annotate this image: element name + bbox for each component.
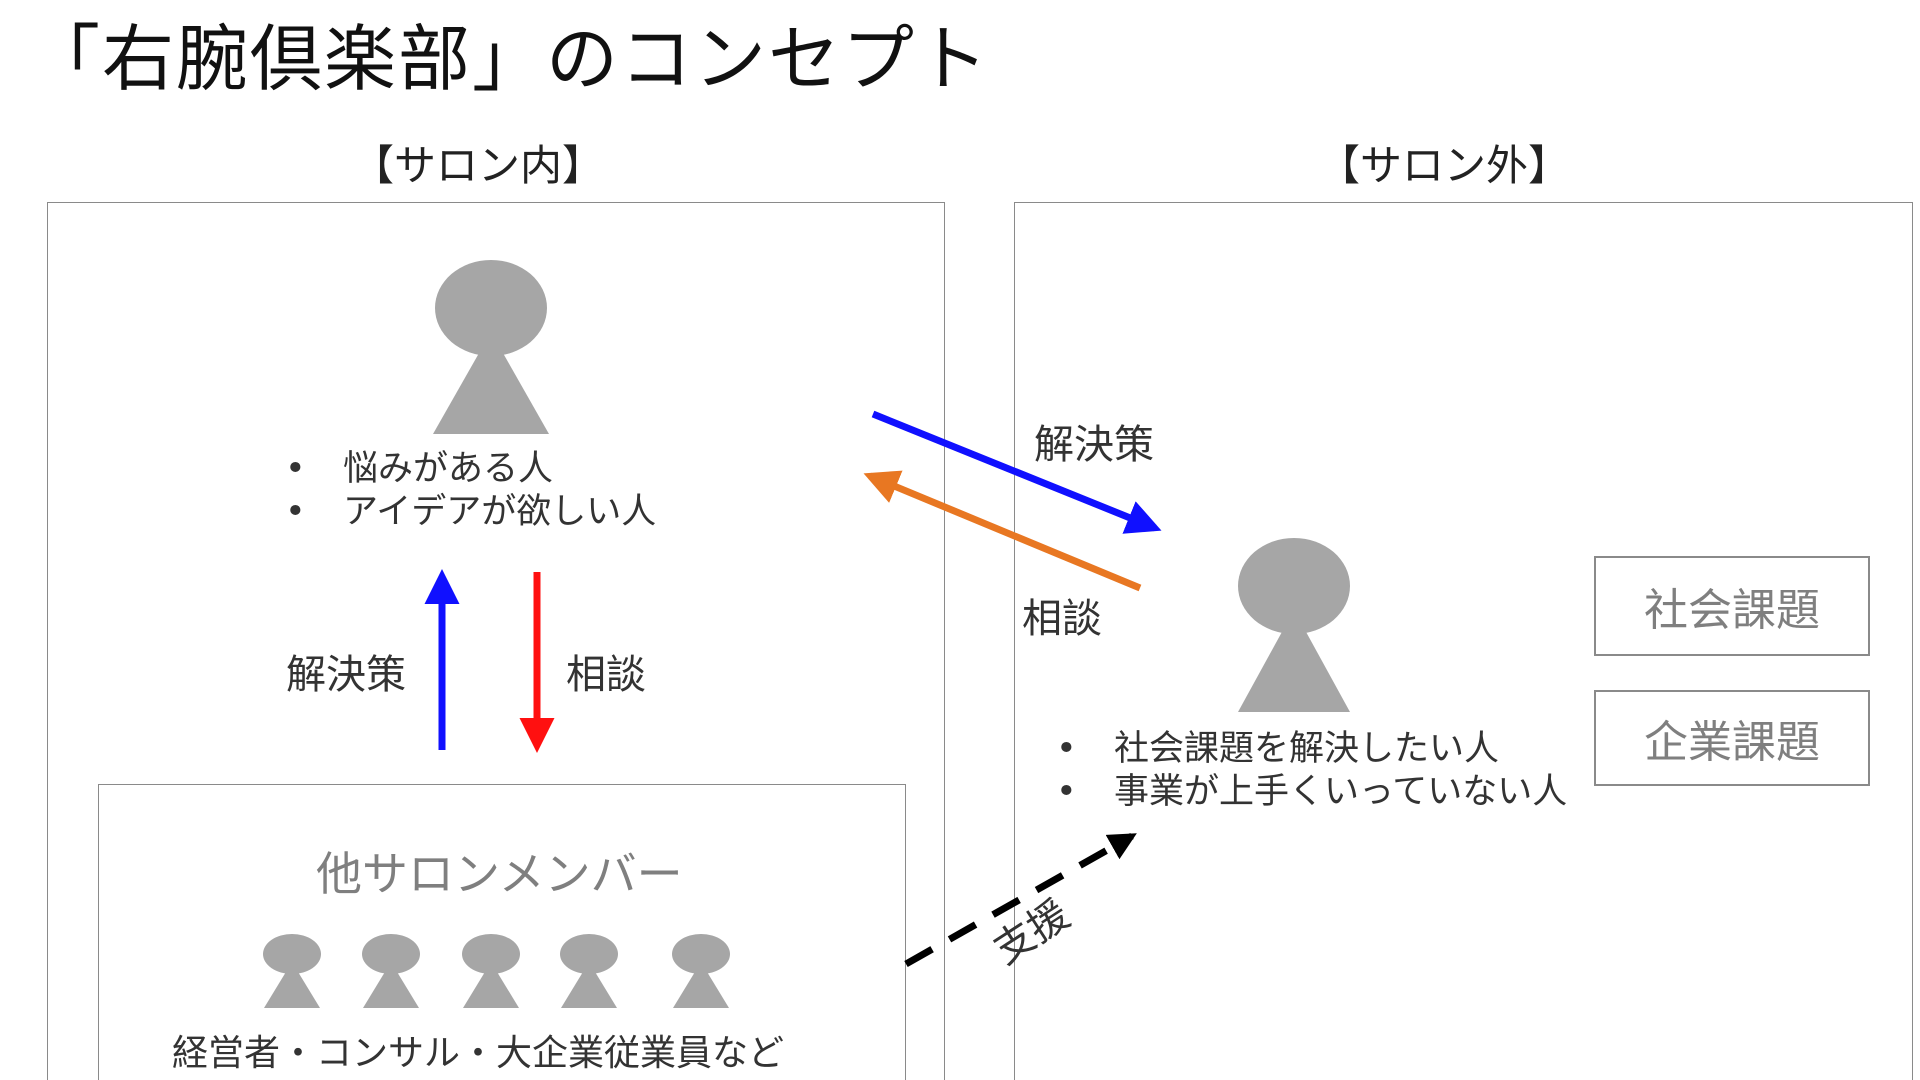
tag-social-issue: 社会課題	[1594, 556, 1870, 656]
cross-consult-arrow	[863, 470, 1142, 592]
person-icon	[1238, 538, 1350, 712]
tag-business-issue: 企業課題	[1594, 690, 1870, 786]
inside-heading: 【サロン内】	[352, 141, 605, 190]
bullet-item: • 事業が上手くいっていない人	[1056, 771, 1567, 814]
bullet-dot: •	[285, 492, 306, 532]
bullet-text: アイデアが欲しい人	[343, 492, 657, 532]
members-footer: 経営者・コンサル・大企業従業員など	[172, 1033, 785, 1074]
person-icon	[263, 934, 321, 1008]
person-icon	[672, 934, 730, 1008]
cross-consult-label: 相談	[1022, 596, 1102, 642]
members-figures	[263, 934, 730, 1008]
person-icon	[560, 934, 618, 1008]
inside-consult-label: 相談	[566, 652, 646, 698]
bullet-item: • 社会課題を解決したい人	[1056, 728, 1567, 771]
bullet-item: • 悩みがある人	[285, 448, 656, 491]
bullet-dot: •	[285, 449, 306, 489]
page-title: 「右腕倶楽部」のコンセプト	[28, 17, 991, 101]
inside-solution-label: 解決策	[286, 652, 406, 698]
bullet-dot: •	[1056, 772, 1077, 812]
members-title: 他サロンメンバー	[316, 847, 683, 901]
bullet-item: • アイデアが欲しい人	[285, 491, 656, 534]
outside-panel	[1014, 202, 1913, 1080]
cross-solution-arrow	[871, 410, 1162, 534]
bullet-text: 事業が上手くいっていない人	[1114, 772, 1568, 812]
cross-solution-label: 解決策	[1034, 422, 1154, 468]
bullet-text: 社会課題を解決したい人	[1114, 729, 1500, 769]
inside-person-bullets: • 悩みがある人 • アイデアが欲しい人	[285, 448, 656, 534]
members-box	[98, 784, 906, 1080]
person-icon	[362, 934, 420, 1008]
support-arrow	[904, 832, 1137, 968]
bullet-text: 悩みがある人	[343, 449, 554, 489]
person-icon	[462, 934, 520, 1008]
person-icon	[433, 260, 549, 434]
outside-person-bullets: • 社会課題を解決したい人 • 事業が上手くいっていない人	[1056, 728, 1567, 814]
outside-heading: 【サロン外】	[1318, 141, 1571, 190]
bullet-dot: •	[1056, 729, 1077, 769]
